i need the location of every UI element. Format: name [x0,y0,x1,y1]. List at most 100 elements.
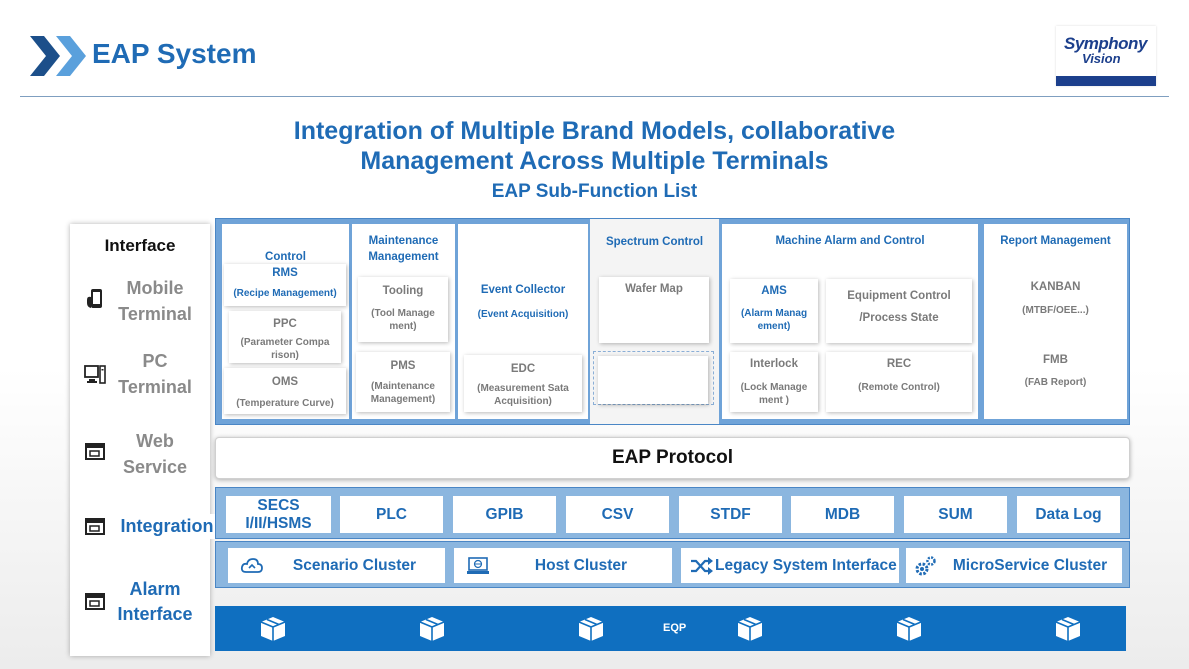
interface-item-mobile[interactable]: Mobile Terminal [70,276,230,336]
page-title: EAP System [92,38,257,69]
cluster-row: Scenario Cluster Host Cluster Legacy Sys… [215,541,1130,588]
interlock-label: Interlock [750,358,798,370]
box-icon [419,617,445,641]
window-icon [85,443,105,460]
mobile-icon [87,289,102,308]
pms-label: PMS [390,360,416,372]
gears-icon [915,555,936,575]
window-icon [85,593,105,610]
headline-line1: Integration of Multiple Brand Models, co… [293,117,896,145]
interface-title: Interface [104,236,176,255]
protocol-gpib[interactable]: GPIB [453,496,556,533]
ams-card[interactable]: AMS (Alarm Manag ement) [730,279,818,343]
maintenance-column: Maintenance Management Tooling (Tool Man… [352,224,455,419]
eqp-label: EQP [663,622,687,634]
oms-card[interactable]: OMS (Temperature Curve) [224,368,346,414]
edc-sub: (Measurement Sata Acquisition) [477,383,569,407]
event-sub: (Event Acquisition) [477,309,569,320]
rms-label: RMS [272,267,298,279]
wafer-map-card[interactable]: Wafer Map [599,277,709,343]
oms-label: OMS [271,376,299,388]
interface-label: Terminal [118,377,192,397]
spectrum-title: Spectrum Control [605,236,704,248]
scenario-cluster-box[interactable]: Scenario Cluster [228,548,445,583]
protocol-csv[interactable]: CSV [566,496,669,533]
equip-label: Equipment Control [847,290,951,302]
logo-line2: Vision [1082,51,1121,66]
interface-label: Service [122,457,188,477]
tooling-label: Tooling [382,285,424,297]
interface-item-web[interactable]: Web Service [70,427,230,487]
subfunction-panel: Control RMS (Recipe Management) PPC (Par… [215,218,1130,425]
pms-card[interactable]: PMS (Maintenance Management) [356,352,450,412]
alarm-column: Machine Alarm and Control AMS (Alarm Man… [722,224,978,419]
protocol-mdb[interactable]: MDB [791,496,894,533]
report-title: Report Management [1000,235,1111,247]
interface-label: PC [142,351,168,371]
control-column: Control RMS (Recipe Management) PPC (Par… [222,224,349,419]
tooling-card[interactable]: Tooling (Tool Manage ment) [358,277,448,342]
chevron-right-icon [30,36,60,76]
interface-panel: Interface Mobile Terminal PC Terminal We… [70,224,222,656]
company-logo: Symphony Vision [1056,26,1156,86]
box-icon [260,617,286,641]
rec-label: REC [886,358,912,370]
rms-card[interactable]: RMS (Recipe Management) [224,264,346,306]
equipment-control-card[interactable]: Equipment Control /Process State [826,279,972,343]
cluster-label: Legacy System Interface [715,556,897,574]
wafer-label: Wafer Map [625,283,683,295]
protocol-row: SECS I/II/HSMS PLC GPIB CSV STDF MDB SUM… [215,487,1130,539]
shuffle-icon [691,556,713,575]
tooling-sub: (Tool Manage ment) [371,308,435,332]
eqp-bar: EQP [215,606,1126,651]
equip-sub: /Process State [859,312,939,324]
ppc-card[interactable]: PPC (Parameter Compa rison) [229,311,341,363]
interface-item-alarm[interactable]: Alarm Interface [70,577,230,637]
interface-label: Mobile [126,278,184,298]
protocol-data-log[interactable]: Data Log [1017,496,1120,533]
cluster-label: Host Cluster [534,556,628,574]
host-cluster-box[interactable]: Host Cluster [454,548,672,583]
empty-card [598,356,708,404]
report-column: Report Management KANBAN (MTBF/OEE...) F… [984,224,1127,419]
ams-sub: (Alarm Manag ement) [740,308,808,332]
rec-sub: (Remote Control) [858,382,940,393]
protocol-stdf[interactable]: STDF [679,496,782,533]
control-title: Control [265,251,306,263]
event-column: Event Collector (Event Acquisition) EDC … [458,224,588,419]
logo-line1: Symphony [1064,34,1147,53]
event-title: Event Collector [480,284,566,296]
cluster-label: MicroService Cluster [952,556,1108,574]
protocol-secs[interactable]: SECS I/II/HSMS [226,496,331,533]
interface-label: Terminal [118,304,192,324]
interface-label: Integration [112,514,222,539]
rec-card[interactable]: REC (Remote Control) [826,352,972,412]
fmb-label[interactable]: FMB [1043,354,1068,366]
protocol-plc[interactable]: PLC [340,496,443,533]
edc-label: EDC [510,363,536,375]
fmb-sub: (FAB Report) [1024,377,1087,388]
edc-card[interactable]: EDC (Measurement Sata Acquisition) [464,355,582,412]
spectrum-column: Spectrum Control Wafer Map [590,219,719,424]
maintenance-title: Maintenance Management [368,235,439,263]
rms-sub: (Recipe Management) [233,288,337,299]
protocol-sum[interactable]: SUM [904,496,1007,533]
interface-item-integration[interactable]: Integration [70,502,230,562]
kanban-sub: (MTBF/OEE...) [1022,305,1089,316]
ppc-sub: (Parameter Compa rison) [240,337,330,361]
box-icon [896,617,922,641]
legacy-system-box[interactable]: Legacy System Interface [681,548,899,583]
alarm-title: Machine Alarm and Control [775,235,925,247]
eap-protocol-bar: EAP Protocol [215,437,1130,479]
cluster-label: Scenario Cluster [292,556,417,574]
microservice-cluster-box[interactable]: MicroService Cluster [906,548,1122,583]
logo-bar [1056,76,1156,86]
kanban-label[interactable]: KANBAN [1030,281,1081,293]
interlock-card[interactable]: Interlock (Lock Manage ment ) [730,352,818,412]
event-collector-card[interactable]: Event Collector (Event Acquisition) [464,277,582,332]
headline-line2: Management Across Multiple Terminals [360,147,829,175]
window-icon [85,518,105,535]
interface-item-pc[interactable]: PC Terminal [70,349,230,409]
oms-sub: (Temperature Curve) [236,398,334,409]
laptop-icon [467,556,489,574]
